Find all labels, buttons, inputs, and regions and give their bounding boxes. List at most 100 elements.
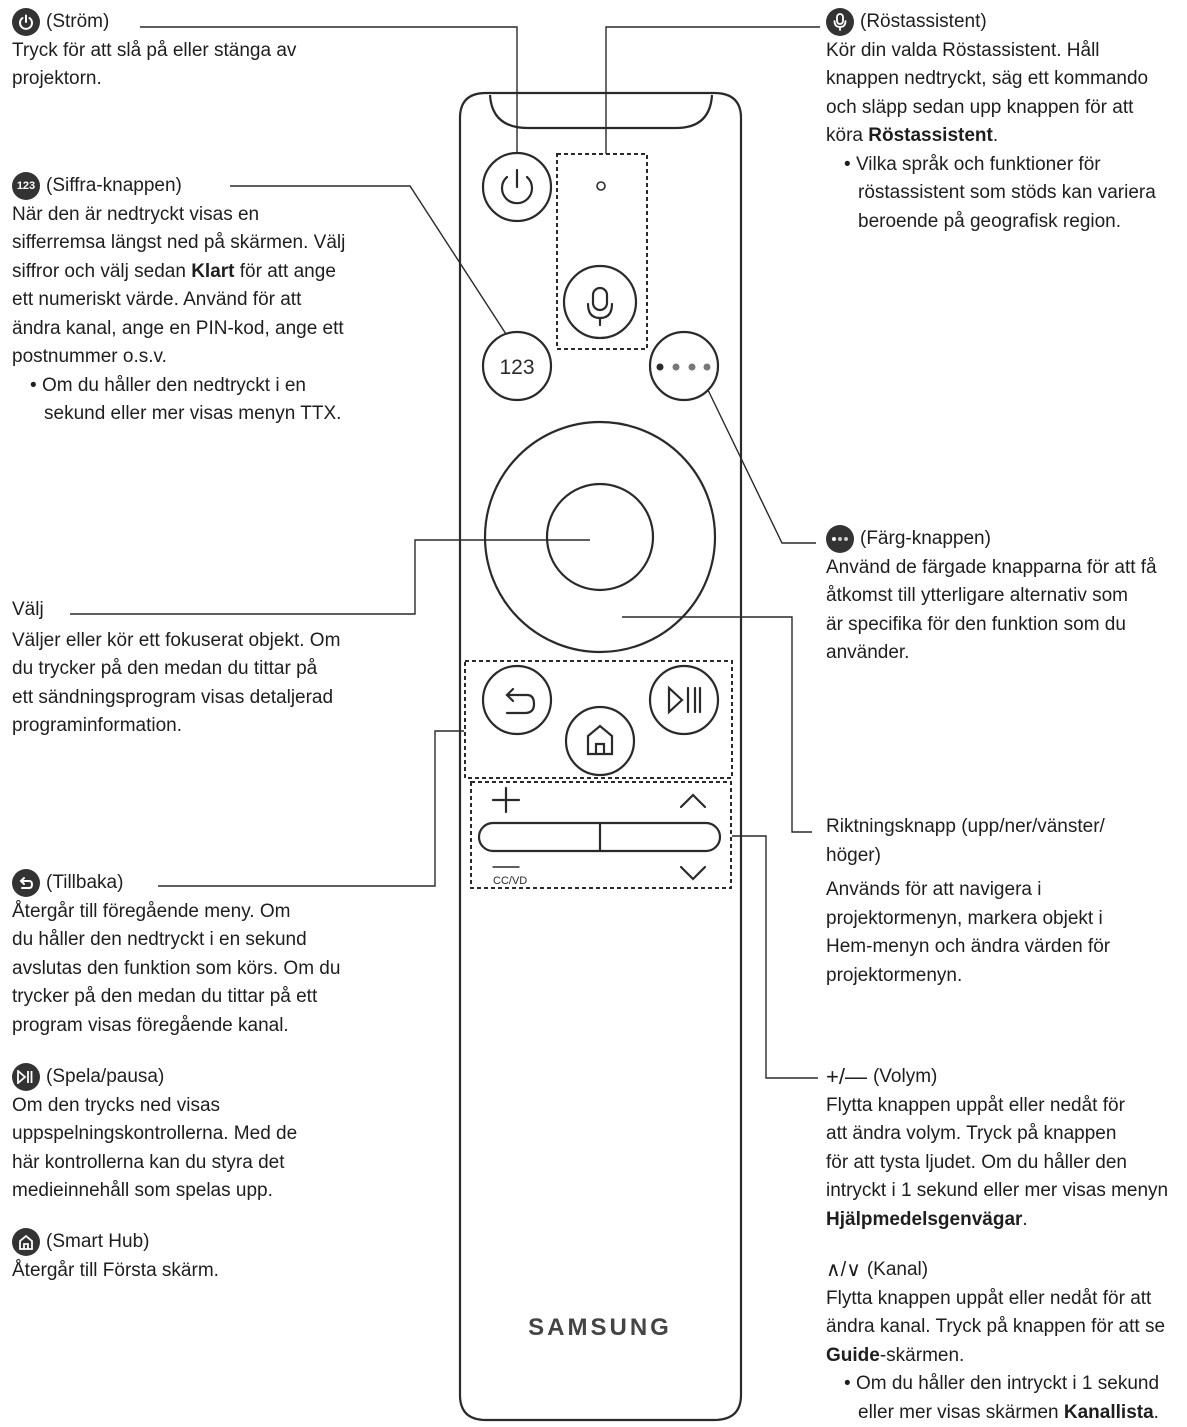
color-title: (Färg-knappen) <box>860 528 991 549</box>
back-text-line: du håller den nedtryckt i en sekund <box>12 929 307 950</box>
smart-hub-text-line: Återgår till Första skärm. <box>12 1259 219 1281</box>
direction-description: Riktningsknapp (upp/ner/vänster/ höger) … <box>826 813 1187 990</box>
voice-text-line: knappen nedtryckt, säg ett kommando <box>826 68 1149 89</box>
back-description: (Tillbaka) Återgår till föregående meny.… <box>12 869 372 1040</box>
power-text-line: Tryck för att slå på eller stänga av <box>12 39 297 61</box>
home-icon <box>12 1228 40 1257</box>
play-pause-text-line: medieinnehåll som spelas upp. <box>12 1180 273 1201</box>
voice-assistant-description: (Röstassistent) Kör din valda Röstassist… <box>826 8 1187 236</box>
leader-mic <box>605 26 820 154</box>
channel-text-line: ändra kanal. Tryck på knappen för att se <box>826 1316 1166 1337</box>
channel-note: Om du håller den intryckt i 1 sekundelle… <box>826 1370 1187 1427</box>
volume-description: +/— (Volym) Flytta knappen uppåt eller n… <box>826 1063 1187 1234</box>
leader-power <box>140 26 518 153</box>
select-text-line: du trycker på den medan du tittar på <box>12 658 318 679</box>
direction-title: höger) <box>826 844 881 866</box>
select-title: Välj <box>12 599 44 620</box>
power-title: (Ström) <box>46 11 110 32</box>
direction-text-line: Hem-menyn och ändra värden för <box>826 936 1111 957</box>
playback-area-outline <box>464 660 733 779</box>
channel-description: ∧/∨ (Kanal) Flytta knappen uppåt eller n… <box>826 1256 1187 1427</box>
number-button-label: 123 <box>499 356 534 379</box>
voice-area-outline <box>556 153 648 350</box>
leader-number <box>230 185 507 335</box>
back-text-line: avslutas den funktion som körs. Om du <box>12 957 341 979</box>
microphone-icon <box>826 8 854 37</box>
number-text-line: siffror och välj sedan Klart för att ang… <box>12 260 336 282</box>
play-pause-button <box>648 664 720 736</box>
select-text-line: Väljer eller kör ett fokuserat objekt. O… <box>12 629 341 651</box>
play-pause-icon <box>12 1063 40 1092</box>
power-text-line: projektorn. <box>12 68 102 89</box>
number-text-line: När den är nedtryckt visas en <box>12 203 260 225</box>
play-pause-icon <box>667 685 684 715</box>
channel-text-line: Guide-skärmen. <box>826 1344 965 1366</box>
back-text-line: Återgår till föregående meny. Om <box>12 900 291 922</box>
number-text-line: postnummer o.s.v. <box>12 346 167 367</box>
number-text-line: sifferremsa längst ned på skärmen. Välj <box>12 232 346 253</box>
leader-direction <box>622 616 812 833</box>
select-button <box>545 482 655 592</box>
voice-text-line: Kör din valda Röstassistent. Håll <box>826 39 1100 61</box>
power-icon <box>12 8 40 37</box>
voice-assistant-title: (Röstassistent) <box>860 11 987 32</box>
select-text-line: programinformation. <box>12 715 183 736</box>
color-dots-icon <box>826 525 854 554</box>
color-dots-icon <box>656 363 711 371</box>
number-description: 123 (Siffra-knappen) När den är nedtryck… <box>12 172 372 429</box>
play-pause-description: (Spela/pausa) Om den trycks ned visas up… <box>12 1063 342 1206</box>
leader-select <box>70 539 590 615</box>
color-text-line: Använd de färgade knapparna för att få <box>826 556 1157 578</box>
volume-title: (Volym) <box>872 1066 938 1087</box>
123-icon: 123 <box>12 172 40 201</box>
remote-top-cap <box>488 94 714 130</box>
direction-text-line: projektormenyn, markera objekt i <box>826 907 1103 929</box>
power-icon <box>500 175 534 205</box>
channel-text-line: Flytta knappen uppåt eller nedåt för att <box>826 1287 1152 1309</box>
back-text-line: program visas föregående kanal. <box>12 1014 289 1036</box>
color-description: (Färg-knappen) Använd de färgade knappar… <box>826 525 1187 668</box>
channel-title: (Kanal) <box>866 1259 929 1280</box>
home-icon <box>586 724 614 756</box>
leader-volume <box>732 835 818 1079</box>
play-pause-text-line: uppspelningskontrollerna. Med de <box>12 1123 298 1144</box>
back-icon <box>12 869 40 898</box>
number-title: (Siffra-knappen) <box>46 175 182 196</box>
leader-back <box>158 730 464 887</box>
channel-symbol: ∧/∨ <box>826 1259 861 1281</box>
color-text-line: åtkomst till ytterligare alternativ som <box>826 585 1128 606</box>
chevron-down-icon <box>679 865 707 881</box>
smart-hub-title: (Smart Hub) <box>46 1231 150 1252</box>
power-description: (Ström) Tryck för att slå på eller stäng… <box>12 8 352 94</box>
volume-text-line: Hjälpmedelsgenvägar. <box>826 1208 1028 1230</box>
play-pause-text-line: Om den trycks ned visas <box>12 1094 221 1116</box>
microphone-icon <box>591 286 609 312</box>
chevron-up-icon <box>679 793 707 809</box>
back-button <box>481 664 553 736</box>
play-pause-title: (Spela/pausa) <box>46 1066 165 1087</box>
direction-text-line: projektormenyn. <box>826 964 963 986</box>
color-text-line: använder. <box>826 642 910 663</box>
mic-button <box>562 264 638 340</box>
volume-text-line: Flytta knappen uppåt eller nedåt för <box>826 1094 1125 1116</box>
volume-text-line: att ändra volym. Tryck på knappen <box>826 1123 1117 1144</box>
color-button <box>648 330 720 402</box>
direction-text-line: Används för att navigera i <box>826 879 1042 900</box>
voice-text-line: köra Röstassistent. <box>826 125 999 146</box>
back-icon <box>505 693 536 715</box>
cc-label: CC/VD <box>493 875 527 887</box>
volume-text-line: för att tysta ljudet. Om du håller den <box>826 1151 1127 1173</box>
direction-title: Riktningsknapp (upp/ner/vänster/ <box>826 816 1105 837</box>
volume-symbol: +/— <box>826 1064 867 1089</box>
voice-text-line: och släpp sedan upp knappen för att <box>826 96 1134 118</box>
number-text-line: ändra kanal, ange en PIN-kod, ange ett <box>12 317 344 339</box>
color-text-line: är specifika för den funktion som du <box>826 613 1126 635</box>
rocker-area-outline <box>470 781 732 889</box>
smart-hub-description: (Smart Hub) Återgår till Första skärm. <box>12 1228 342 1285</box>
number-text-line: ett numeriskt värde. Använd för att <box>12 289 302 310</box>
select-text-line: ett sändningsprogram visas detaljerad <box>12 686 334 708</box>
number-button <box>481 330 553 402</box>
voice-note: Vilka språk och funktioner förröstassist… <box>826 151 1187 237</box>
